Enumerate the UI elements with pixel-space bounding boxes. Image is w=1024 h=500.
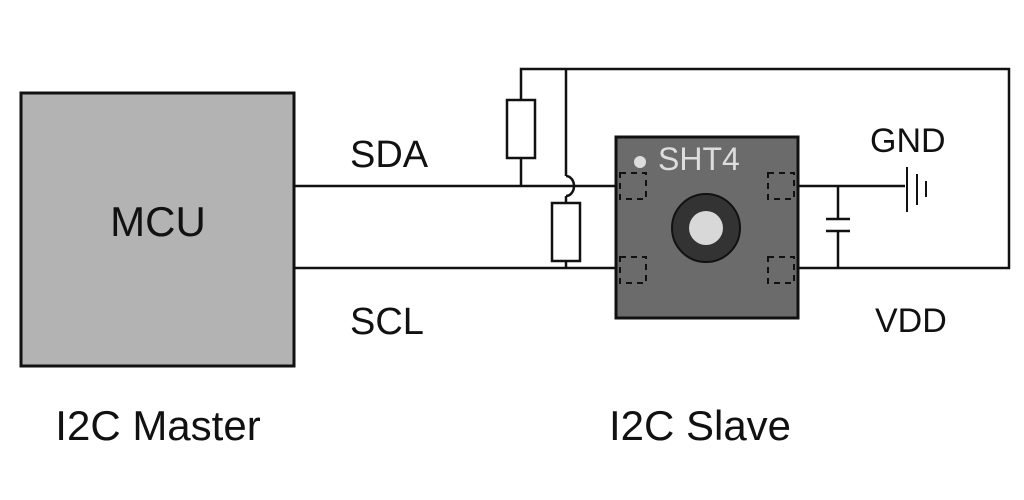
pad-top-left [619, 172, 647, 200]
scl-pullup-resistor [550, 201, 582, 263]
sda-pullup-resistor [505, 98, 537, 160]
pin1-marker [634, 156, 646, 168]
vdd-rail [519, 67, 1011, 270]
scl-label: SCL [350, 301, 424, 343]
sda-label: SDA [350, 134, 429, 176]
master-caption: I2C Master [55, 402, 260, 449]
pad-bottom-right [767, 256, 795, 284]
pad-top-right [767, 172, 795, 200]
sensor-opening-inner [689, 211, 723, 245]
vdd-label: VDD [875, 302, 947, 340]
slave-caption: I2C Slave [609, 402, 791, 449]
mcu-block [19, 91, 296, 368]
gnd-label: GND [870, 122, 946, 160]
mcu-label: MCU [110, 198, 206, 245]
scl-pullup-hop [565, 174, 576, 198]
sht4-label: SHT4 [658, 141, 740, 177]
pad-bottom-left [619, 256, 647, 284]
